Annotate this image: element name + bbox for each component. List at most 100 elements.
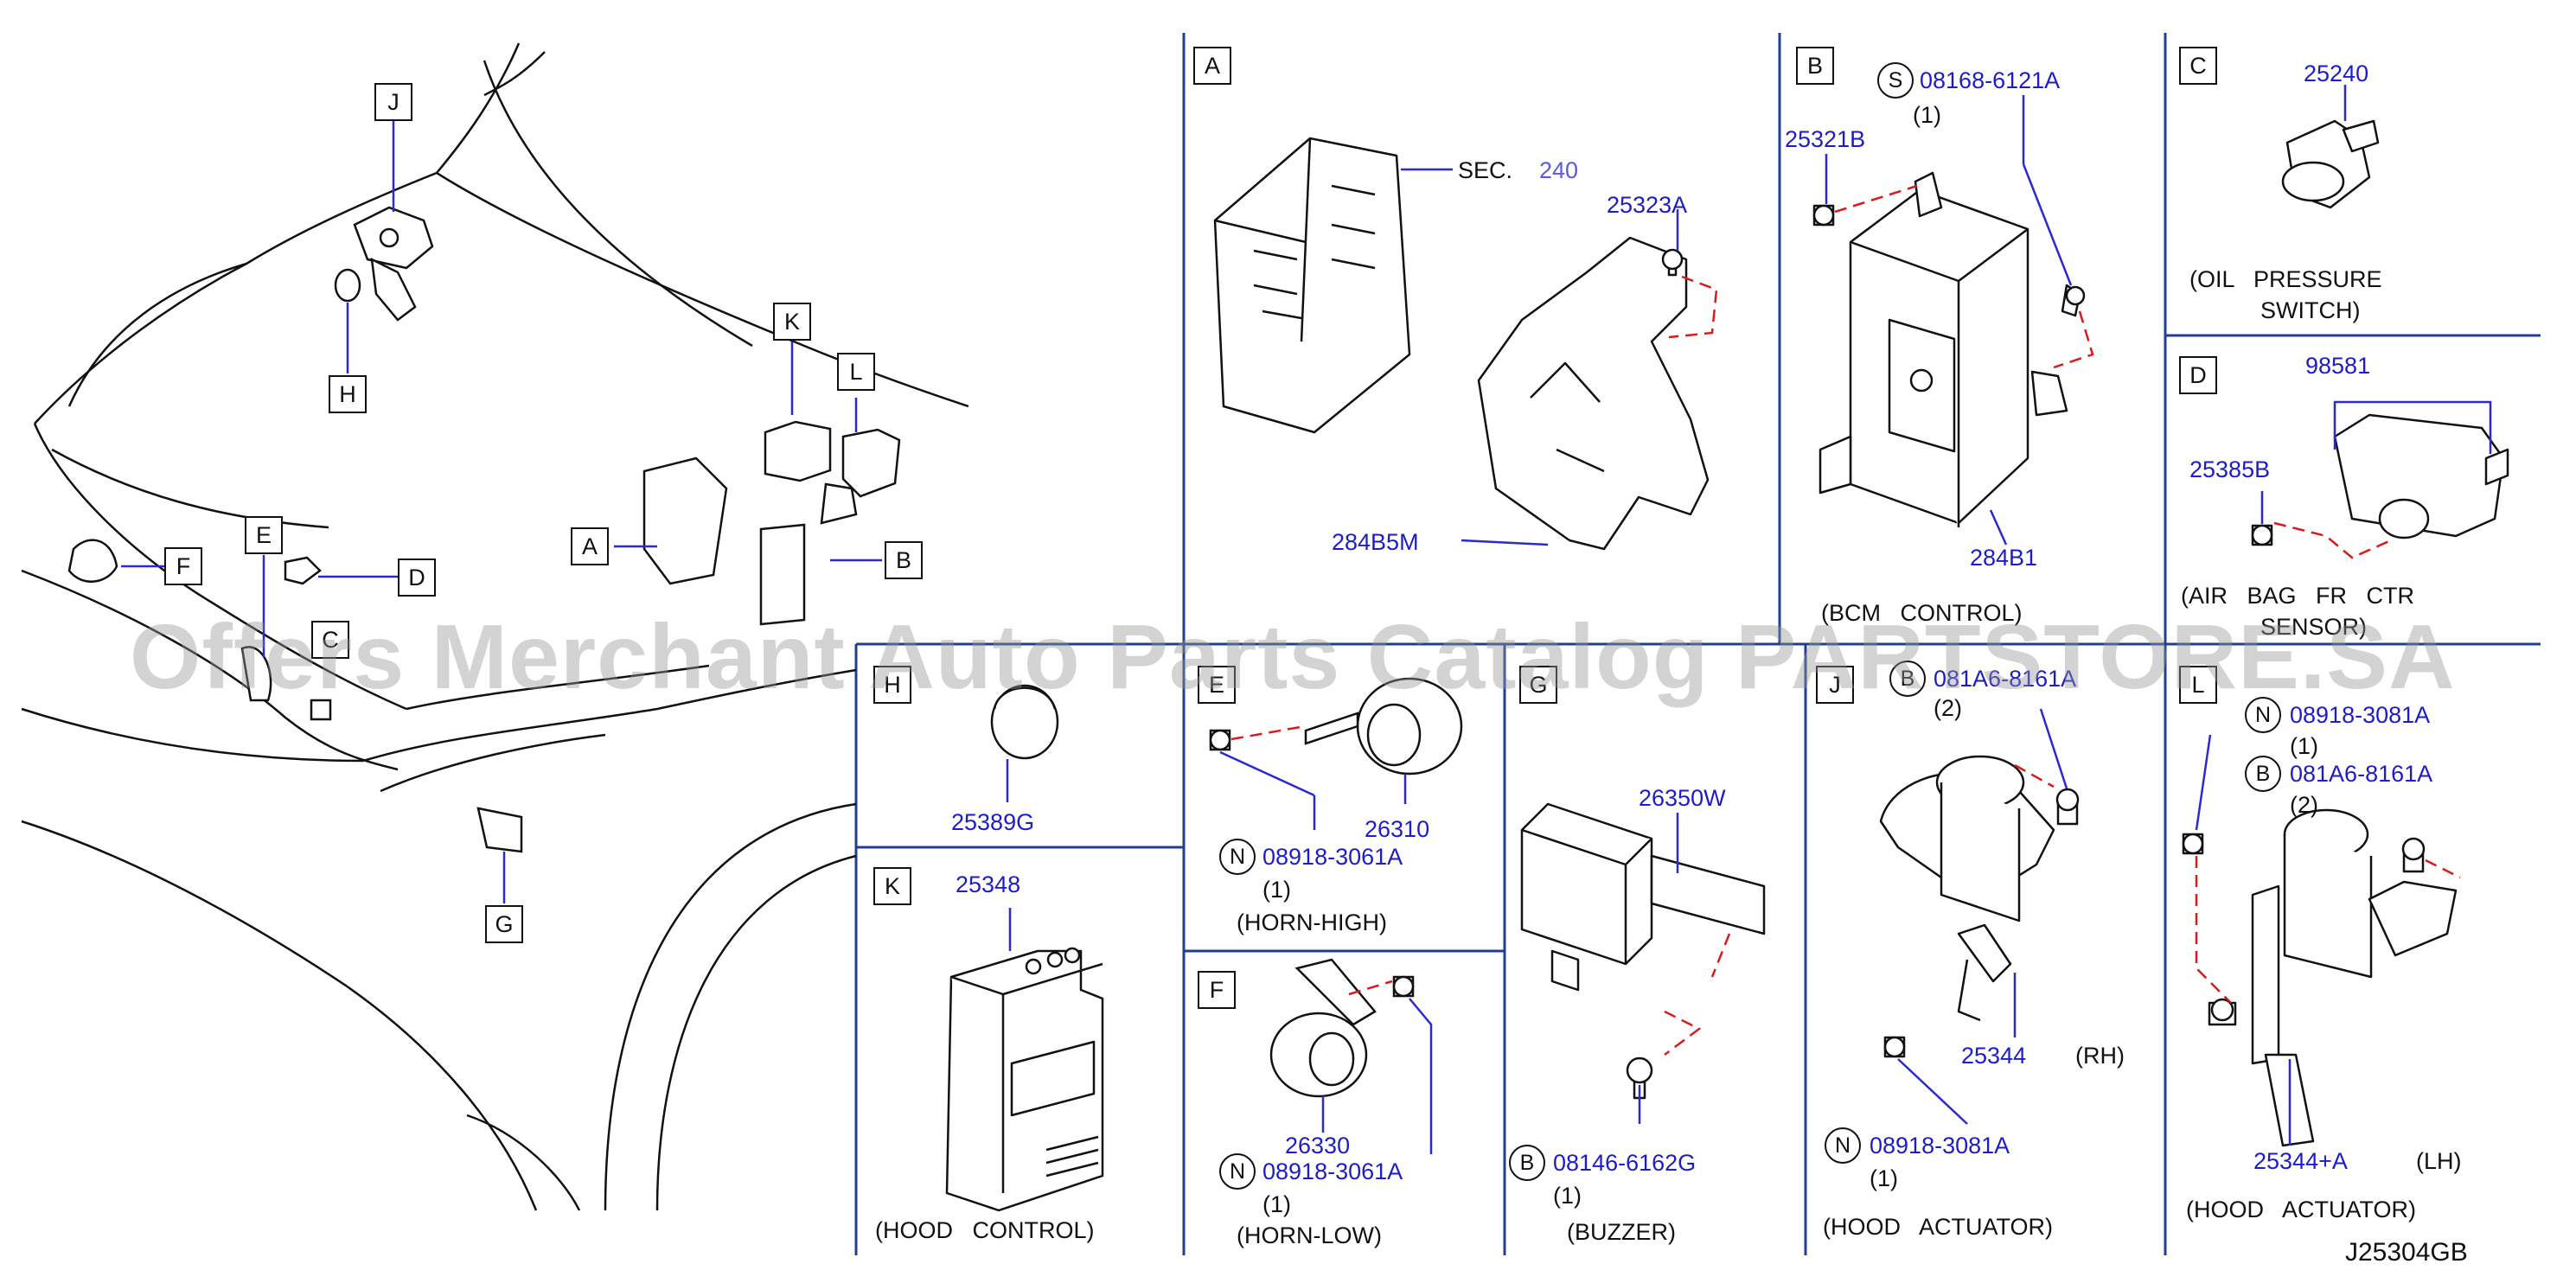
overview-callout-c[interactable]: C (311, 621, 349, 659)
panel-b-fastener-symbol: S (1877, 62, 1914, 99)
panel-d-part-25385b[interactable]: 25385B (2189, 456, 2271, 482)
panel-j-nut-qty: (1) (1870, 1165, 1898, 1191)
panel-b-key: B (1796, 47, 1834, 85)
panel-h-part-25389g[interactable]: 25389G (951, 809, 1035, 835)
overview-callout-d[interactable]: D (398, 559, 436, 597)
overview-callout-b[interactable]: B (885, 541, 923, 579)
panel-l-bolt-symbol: B (2245, 756, 2281, 792)
panel-f-dashed (1348, 980, 1393, 996)
panel-g-fastener-qty: (1) (1553, 1183, 1582, 1209)
panel-a-sec-number[interactable]: 240 (1539, 157, 1579, 183)
overview-leaders (121, 121, 882, 903)
panel-e-caption: (HORN-HIGH) (1237, 910, 1387, 935)
panel-b-part-284b1[interactable]: 284B1 (1970, 545, 2038, 571)
panel-g-art (1520, 802, 1766, 1100)
panel-c-part-25240[interactable]: 25240 (2304, 61, 2369, 86)
panel-a-part-25323a[interactable]: 25323A (1607, 192, 1688, 218)
panel-g-caption: (BUZZER) (1567, 1219, 1676, 1245)
panel-e-art (1209, 677, 1463, 776)
panel-c-art (2281, 119, 2380, 209)
panel-l-bolt-number[interactable]: 081A6-8161A (2290, 761, 2433, 787)
panel-j-side: (RH) (2075, 1043, 2125, 1069)
panel-l-leaders (2195, 734, 2292, 1146)
panel-k-key: K (873, 867, 911, 905)
panel-b-fastener-number[interactable]: 08168-6121A (1920, 67, 2061, 93)
panel-a-art (1213, 137, 1710, 551)
panel-g-fastener-symbol: B (1509, 1145, 1545, 1181)
panel-e-part-26310[interactable]: 26310 (1365, 816, 1430, 842)
panel-l-nut-symbol: N (2245, 697, 2281, 733)
panel-d-caption-line2: SENSOR) (2260, 614, 2368, 640)
panel-b-dashed (1834, 184, 2094, 369)
panel-g-key: G (1519, 666, 1557, 704)
panel-j-part-25344[interactable]: 25344 (1961, 1043, 2027, 1069)
car-outline (21, 42, 969, 1211)
panel-j-bolt-number[interactable]: 081A6-8161A (1934, 666, 2077, 692)
panel-k-part-25348[interactable]: 25348 (956, 871, 1021, 897)
panel-j-nut-symbol: N (1825, 1127, 1861, 1164)
panel-e-fastener-number[interactable]: 08918-3061A (1262, 844, 1403, 870)
panel-a-part-284b5m[interactable]: 284B5M (1332, 529, 1419, 555)
panel-c-caption-line2: SWITCH) (2260, 297, 2361, 323)
overview-callout-l[interactable]: L (837, 353, 875, 391)
panel-k-caption: (HOOD CONTROL) (875, 1217, 1095, 1243)
panel-l-bolt-qty: (2) (2290, 792, 2318, 818)
panel-l-key: L (2179, 666, 2217, 704)
overview-callout-f[interactable]: F (164, 547, 202, 585)
panel-l-side: (LH) (2416, 1148, 2462, 1174)
panel-g-leaders (1638, 813, 1679, 1124)
panel-l-dashed (2195, 856, 2461, 1004)
panel-b-leaders (1825, 95, 2073, 546)
panel-b-part-25321b[interactable]: 25321B (1785, 126, 1866, 152)
panel-d-dashed (2273, 521, 2392, 559)
panel-d-leaders (2260, 400, 2492, 524)
panel-j-caption: (HOOD ACTUATOR) (1823, 1214, 2054, 1240)
panel-e-fastener-qty: (1) (1262, 877, 1291, 903)
panel-j-art (1879, 755, 2080, 1058)
panel-j-bolt-symbol: B (1889, 661, 1926, 697)
panel-f-fastener-number[interactable]: 08918-3061A (1262, 1159, 1403, 1184)
panel-c-key: C (2179, 47, 2217, 85)
overview-callout-h[interactable]: H (329, 375, 367, 413)
panel-l-nut-number[interactable]: 08918-3081A (2290, 702, 2431, 728)
overview-callout-j[interactable]: J (374, 83, 412, 121)
panel-e-dashed (1230, 724, 1306, 741)
overview-callout-g[interactable]: G (485, 905, 523, 943)
panel-f-part-26330[interactable]: 26330 (1285, 1133, 1351, 1159)
panel-g-fastener-number[interactable]: 08146-6162G (1553, 1150, 1697, 1176)
overview-callout-k[interactable]: K (773, 303, 811, 341)
panel-l-caption: (HOOD ACTUATOR) (2186, 1197, 2417, 1222)
panel-d-key: D (2179, 356, 2217, 394)
panel-j-nut-number[interactable]: 08918-3081A (1870, 1133, 2010, 1159)
panel-a-key: A (1193, 47, 1231, 85)
panel-d-caption-line1: (AIR BAG FR CTR (2181, 583, 2415, 609)
panel-a-sec-label: SEC. (1458, 157, 1513, 183)
panel-b-caption: (BCM CONTROL) (1821, 600, 2023, 626)
diagram-code: J25304GB (2345, 1238, 2468, 1267)
overview-components (67, 206, 901, 853)
panel-e-leaders (1219, 750, 1407, 830)
panel-g-part-26350w[interactable]: 26350W (1639, 785, 1726, 811)
panel-d-art (2251, 413, 2509, 546)
panel-d-part-98581[interactable]: 98581 (2305, 353, 2371, 379)
panel-f-art (1269, 958, 1415, 1098)
panel-f-key: F (1198, 971, 1236, 1009)
panel-f-fastener-symbol: N (1219, 1153, 1256, 1190)
panel-f-fastener-qty: (1) (1262, 1191, 1291, 1217)
panel-f-caption: (HORN-LOW) (1237, 1222, 1382, 1248)
panel-g-dashed (1664, 933, 1731, 1056)
overview-callout-e[interactable]: E (245, 516, 283, 554)
panel-h-key: H (873, 666, 911, 704)
panel-j-leaders (1897, 708, 2068, 1125)
panel-b-art (1812, 171, 2086, 527)
panel-h-art (990, 684, 1059, 760)
panel-a-leaders (1401, 168, 1679, 546)
panel-l-part-25344a[interactable]: 25344+A (2253, 1148, 2348, 1174)
panel-a-dashed (1668, 275, 1718, 339)
panel-c-caption-line1: (OIL PRESSURE (2189, 266, 2382, 292)
panel-k-art (945, 947, 1104, 1212)
overview-callout-a[interactable]: A (571, 527, 609, 565)
panel-b-fastener-qty: (1) (1913, 102, 1941, 128)
